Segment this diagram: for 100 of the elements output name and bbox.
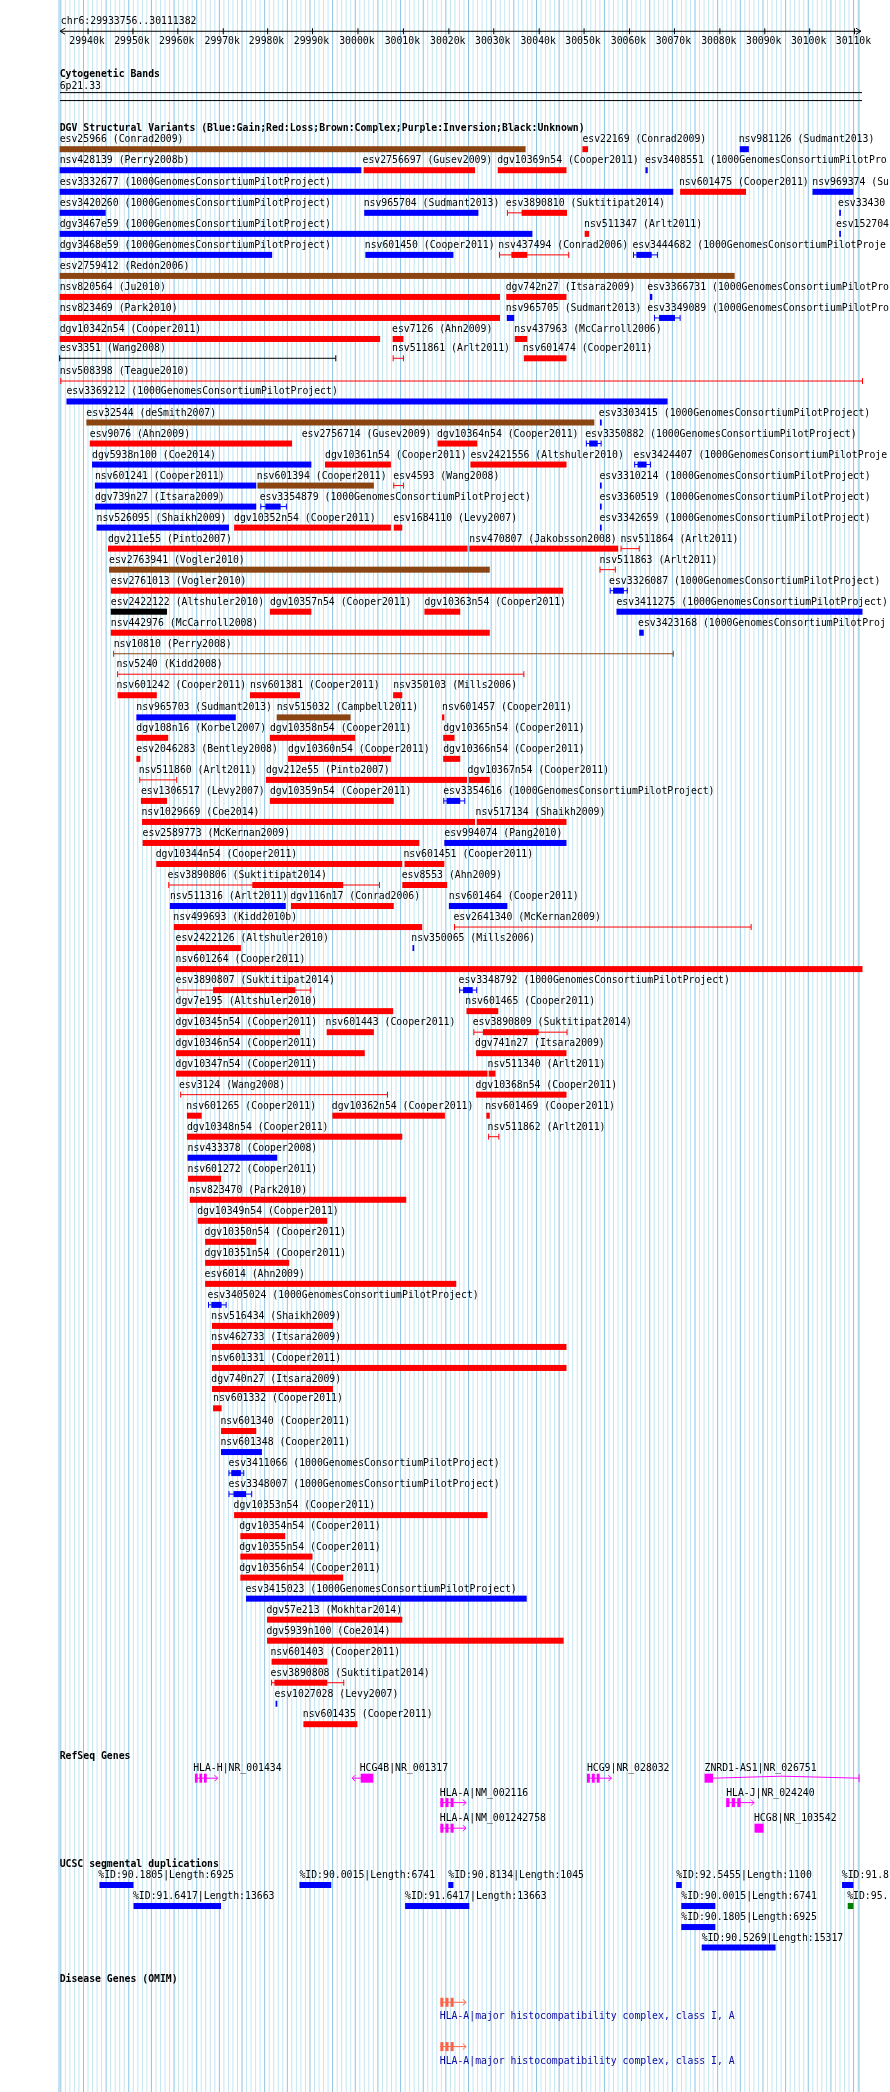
variant-label: nsv511861 (Arlt2011): [392, 342, 510, 355]
variant-label: esv3354616 (1000GenomesConsortiumPilotProject): [443, 784, 715, 797]
variant-label: nsv601451 (Cooper2011): [403, 847, 534, 860]
variant-label: nsv601443 (Cooper2011): [325, 1016, 456, 1029]
variant-label: nsv437963 (McCarroll2006): [514, 322, 662, 335]
variant-label: nsv5240 (Kidd2008): [116, 658, 223, 671]
gene-label: HLA-J|NR_024240: [726, 1786, 815, 1799]
variant-label: esv32544 (deSmith2007): [86, 406, 217, 419]
variant-label: nsv511347 (Arlt2011): [584, 217, 703, 230]
axis-tick-label: 30040k: [520, 34, 556, 47]
variant-label: dgv10360n54 (Cooper2011): [288, 742, 430, 755]
axis-tick-label: 30050k: [565, 34, 601, 47]
variant-label: nsv442976 (McCarroll2008): [110, 616, 259, 629]
track-title: UCSC segmental duplications: [59, 1857, 219, 1870]
variant-label: nsv350065 (Mills2006): [411, 932, 536, 945]
variant-label: dgv10347n54 (Cooper2011): [175, 1057, 318, 1070]
variant-label: esv1027028 (Levy2007): [274, 1687, 399, 1700]
variant-label: nsv470807 (Jakobsson2008): [469, 532, 617, 545]
gene-label: HCG4B|NR_001317: [359, 1762, 449, 1775]
variant-label: esv3310214 (1000GenomesConsortiumPilotProject): [599, 469, 871, 482]
variant-label: esv3411275 (1000GenomesConsortiumPilotProject): [616, 595, 888, 608]
variant-label: dgv3467e59 (1000GenomesConsortiumPilotProject): [59, 217, 331, 230]
variant-label: nsv981126 (Sudmant2013): [738, 133, 875, 146]
duplication-label: %ID:91.8: [841, 1869, 889, 1881]
variant-label: nsv508398 (Teague2010): [59, 365, 190, 377]
variant-label: dgv10352n54 (Cooper2011): [234, 511, 376, 524]
variant-label: esv3415023 (1000GenomesConsortiumPilotProject): [245, 1582, 517, 1595]
variant-label: nsv601450 (Cooper2011): [364, 238, 495, 251]
variant-label: dgv3468e59 (1000GenomesConsortiumPilotProject): [59, 238, 331, 251]
variant-label: dgv10366n54 (Cooper2011): [443, 742, 585, 755]
variant-label: dgv10358n54 (Cooper2011): [269, 721, 412, 734]
variant-label: dgv10361n54 (Cooper2011): [325, 448, 467, 461]
variant-label: dgv10350n54 (Cooper2011): [204, 1225, 347, 1238]
variant-label: dgv57e213 (Mokhtar2014): [266, 1603, 403, 1616]
variant-label: nsv601272 (Cooper2011): [187, 1162, 318, 1175]
variant-label: esv3124 (Wang2008): [178, 1078, 286, 1091]
variant-label: nsv965704 (Sudmant2013): [363, 196, 500, 209]
duplication-label: %ID:90.5269|Length:15317: [701, 1931, 844, 1944]
variant-label: dgv10369n54 (Cooper2011): [497, 154, 639, 167]
variant-label: nsv601469 (Cooper2011): [485, 1099, 615, 1112]
variant-label: esv3349089 (1000GenomesConsortiumPilotPro: [647, 301, 889, 314]
track-title: DGV Structural Variants (Blue:Gain;Red:Loss;Brown:Complex;Purple:Inversion;Black:Unknown): [59, 121, 585, 134]
variant-label: dgv212e55 (Pinto2007): [265, 763, 390, 776]
variant-label: esv2641340 (McKernan2009): [453, 911, 601, 924]
variant-label: dgv10353n54 (Cooper2011): [233, 1499, 376, 1512]
variant-label: nsv601475 (Cooper2011): [678, 175, 809, 188]
variant-label: esv4593 (Wang2008): [393, 469, 500, 482]
variant-label: dgv10356n54 (Cooper2011): [239, 1561, 381, 1574]
variant-label: nsv511860 (Arlt2011): [138, 763, 257, 776]
variant-label: nsv433378 (Cooper2008): [187, 1141, 318, 1154]
variant-label: esv3369212 (1000GenomesConsortiumPilotProject): [66, 385, 338, 398]
variant-label: dgv5938n100 (Coe2014): [92, 448, 216, 461]
variant-label: dgv740n27 (Itsara2009): [211, 1372, 342, 1385]
variant-label: esv2761013 (Vogler2010): [110, 574, 247, 587]
variant-label: dgv211e55 (Pinto2007): [107, 532, 232, 545]
variant-label: esv2589773 (McKernan2009): [142, 826, 291, 839]
variant-label: nsv428139 (Perry2008b): [59, 154, 190, 167]
variant-label: dgv108n16 (Korbel2007): [136, 721, 267, 734]
variant-label: nsv516434 (Shaikh2009): [211, 1309, 342, 1322]
axis-tick-label: 29970k: [204, 34, 240, 47]
variant-label: esv22169 (Conrad2009): [582, 133, 707, 146]
variant-label: esv3332677 (1000GenomesConsortiumPilotProject): [59, 175, 331, 188]
variant-label: esv2756697 (Gusev2009): [362, 154, 493, 167]
variant-label: nsv1029669 (Coe2014): [141, 805, 260, 818]
variant-label: nsv526095 (Shaikh2009): [96, 511, 227, 524]
variant-label: esv3890806 (Suktitipat2014): [167, 869, 327, 881]
variant-label: dgv10364n54 (Cooper2011): [436, 427, 579, 440]
disease-gene-label: HLA-A|major histocompatibility complex, class I, A: [439, 2055, 735, 2068]
variant-label: dgv10357n54 (Cooper2011): [269, 595, 412, 608]
duplication-label: %ID:90.1805|Length:6925: [681, 1911, 817, 1924]
variant-label: nsv601241 (Cooper2011): [94, 469, 225, 482]
gene-label: HLA-H|NR_001434: [193, 1762, 282, 1775]
axis-tick-label: 30090k: [746, 34, 782, 47]
variant-label: esv7126 (Ahn2009): [392, 322, 493, 335]
variant-label: esv3348007 (1000GenomesConsortiumPilotProject): [228, 1478, 500, 1491]
variant-label: esv25966 (Conrad2009): [59, 133, 184, 146]
variant-label: esv3423168 (1000GenomesConsortiumPilotProj: [638, 616, 886, 629]
variant-label: nsv601264 (Cooper2011): [175, 953, 306, 966]
gene-label: HLA-A|NM_001242758: [439, 1812, 546, 1825]
variant-label: nsv517134 (Shaikh2009): [475, 805, 606, 818]
axis-tick-label: 30000k: [339, 34, 375, 47]
variant-label: esv3420260 (1000GenomesConsortiumPilotProject): [59, 196, 331, 209]
variant-label: dgv10365n54 (Cooper2011): [443, 721, 585, 734]
variant-label: esv6014 (Ahn2009): [204, 1267, 305, 1280]
duplication-label: %ID:92.5455|Length:1100: [676, 1869, 812, 1881]
variant-label: esv1684110 (Levy2007): [393, 511, 518, 524]
variant-label: dgv10354n54 (Cooper2011): [239, 1520, 381, 1533]
duplication-label: %ID:95.: [847, 1890, 889, 1902]
variant-label: dgv10345n54 (Cooper2011): [175, 1016, 318, 1029]
axis-tick-label: 30100k: [790, 34, 827, 47]
variant-label: dgv10346n54 (Cooper2011): [175, 1037, 318, 1050]
variant-label: esv3303415 (1000GenomesConsortiumPilotProject): [598, 406, 871, 419]
variant-label: nsv601403 (Cooper2011): [270, 1645, 401, 1658]
variant-label: esv2763941 (Vogler2010): [109, 553, 245, 566]
gene-label: ZNRD1-AS1|NR_026751: [704, 1762, 817, 1775]
variant-label: nsv601242 (Cooper2011): [116, 679, 247, 692]
variant-label: dgv10348n54 (Cooper2011): [186, 1120, 329, 1133]
variant-label: nsv515032 (Campbell2011): [276, 701, 419, 714]
variant-label: nsv511316 (Arlt2011): [169, 890, 288, 902]
variant-label: esv3408551 (1000GenomesConsortiumPilotPro: [644, 154, 887, 167]
